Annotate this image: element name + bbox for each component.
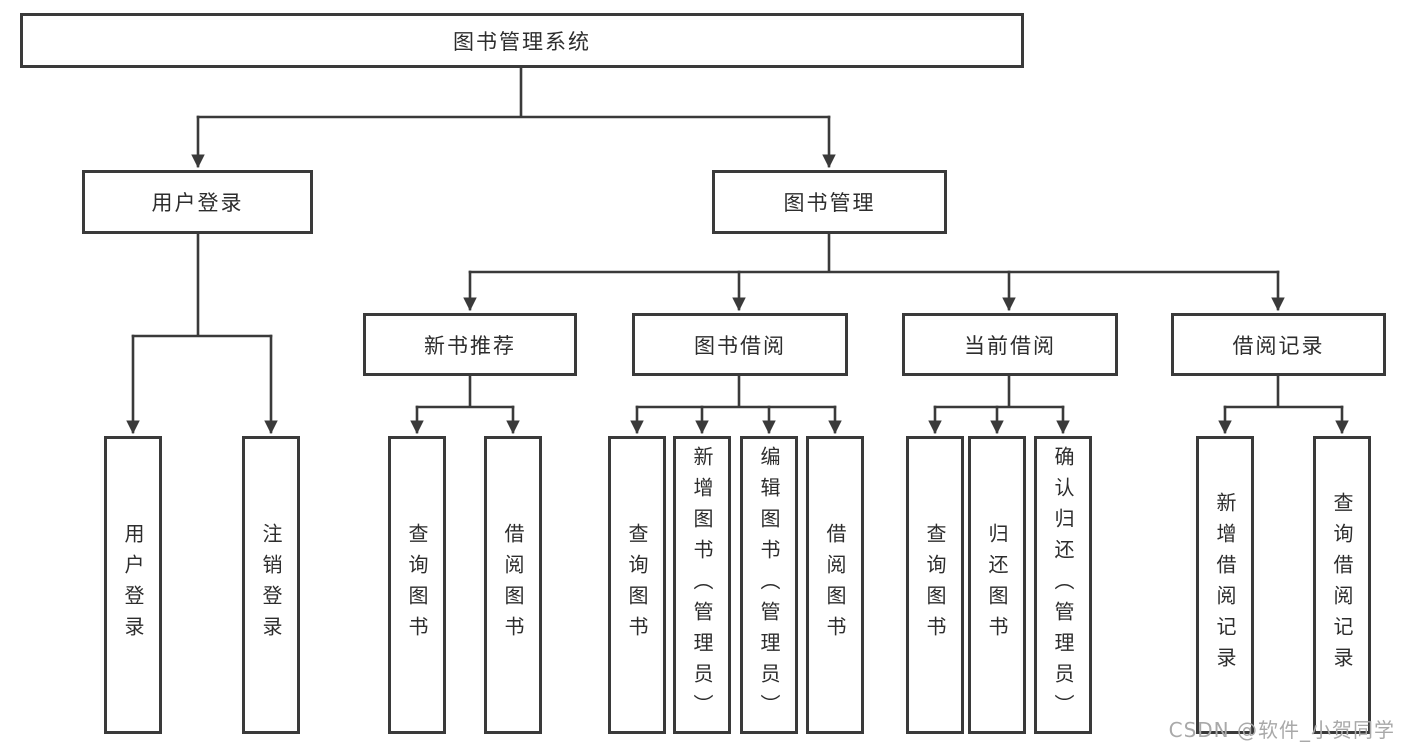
node-label: 图书借阅 xyxy=(694,333,786,358)
node-user-login: 用户登录 xyxy=(82,170,313,234)
node-label: 新增借阅记录 xyxy=(1213,492,1237,678)
node-query-books-current: 查询图书 xyxy=(906,436,964,734)
node-query-borrow-record: 查询借阅记录 xyxy=(1313,436,1371,734)
node-add-books-admin: 新增图书（管理员） xyxy=(673,436,731,734)
node-new-book-recommend: 新书推荐 xyxy=(363,313,577,376)
node-logout: 注销登录 xyxy=(242,436,300,734)
node-query-books-borrowing: 查询图书 xyxy=(608,436,666,734)
node-label: 归还图书 xyxy=(985,523,1009,647)
node-label: 编辑图书（管理员） xyxy=(757,445,781,725)
node-label: 查询图书 xyxy=(625,523,649,647)
node-label: 借阅记录 xyxy=(1232,333,1325,358)
node-edit-books-admin: 编辑图书（管理员） xyxy=(740,436,798,734)
node-label: 借阅图书 xyxy=(501,523,525,647)
node-label: 注销登录 xyxy=(259,523,283,647)
node-label: 查询图书 xyxy=(405,523,429,647)
node-label: 新增图书（管理员） xyxy=(690,445,714,725)
node-confirm-return-admin: 确认归还（管理员） xyxy=(1034,436,1092,734)
node-borrow-books: 借阅图书 xyxy=(806,436,864,734)
node-label: 确认归还（管理员） xyxy=(1051,445,1075,725)
node-label: 图书管理系统 xyxy=(453,29,591,54)
node-query-books-recommend: 查询图书 xyxy=(388,436,446,734)
node-label: 用户登录 xyxy=(151,191,244,215)
node-label: 借阅图书 xyxy=(823,523,847,647)
node-label: 当前借阅 xyxy=(964,333,1056,358)
node-root: 图书管理系统 xyxy=(20,13,1024,68)
node-add-borrow-record: 新增借阅记录 xyxy=(1196,436,1254,734)
node-borrow-books-recommend: 借阅图书 xyxy=(484,436,542,734)
node-book-borrowing: 图书借阅 xyxy=(632,313,848,376)
node-return-books: 归还图书 xyxy=(968,436,1026,734)
node-borrowing-records: 借阅记录 xyxy=(1171,313,1386,376)
node-label: 查询图书 xyxy=(923,523,947,647)
watermark: CSDN @软件_小贺同学 xyxy=(1168,718,1395,742)
node-book-management: 图书管理 xyxy=(712,170,947,234)
node-label: 图书管理 xyxy=(783,191,876,215)
node-label: 查询借阅记录 xyxy=(1330,492,1354,678)
node-label: 用户登录 xyxy=(121,523,145,647)
node-label: 新书推荐 xyxy=(424,333,516,358)
node-login: 用户登录 xyxy=(104,436,162,734)
node-current-borrowing: 当前借阅 xyxy=(902,313,1118,376)
